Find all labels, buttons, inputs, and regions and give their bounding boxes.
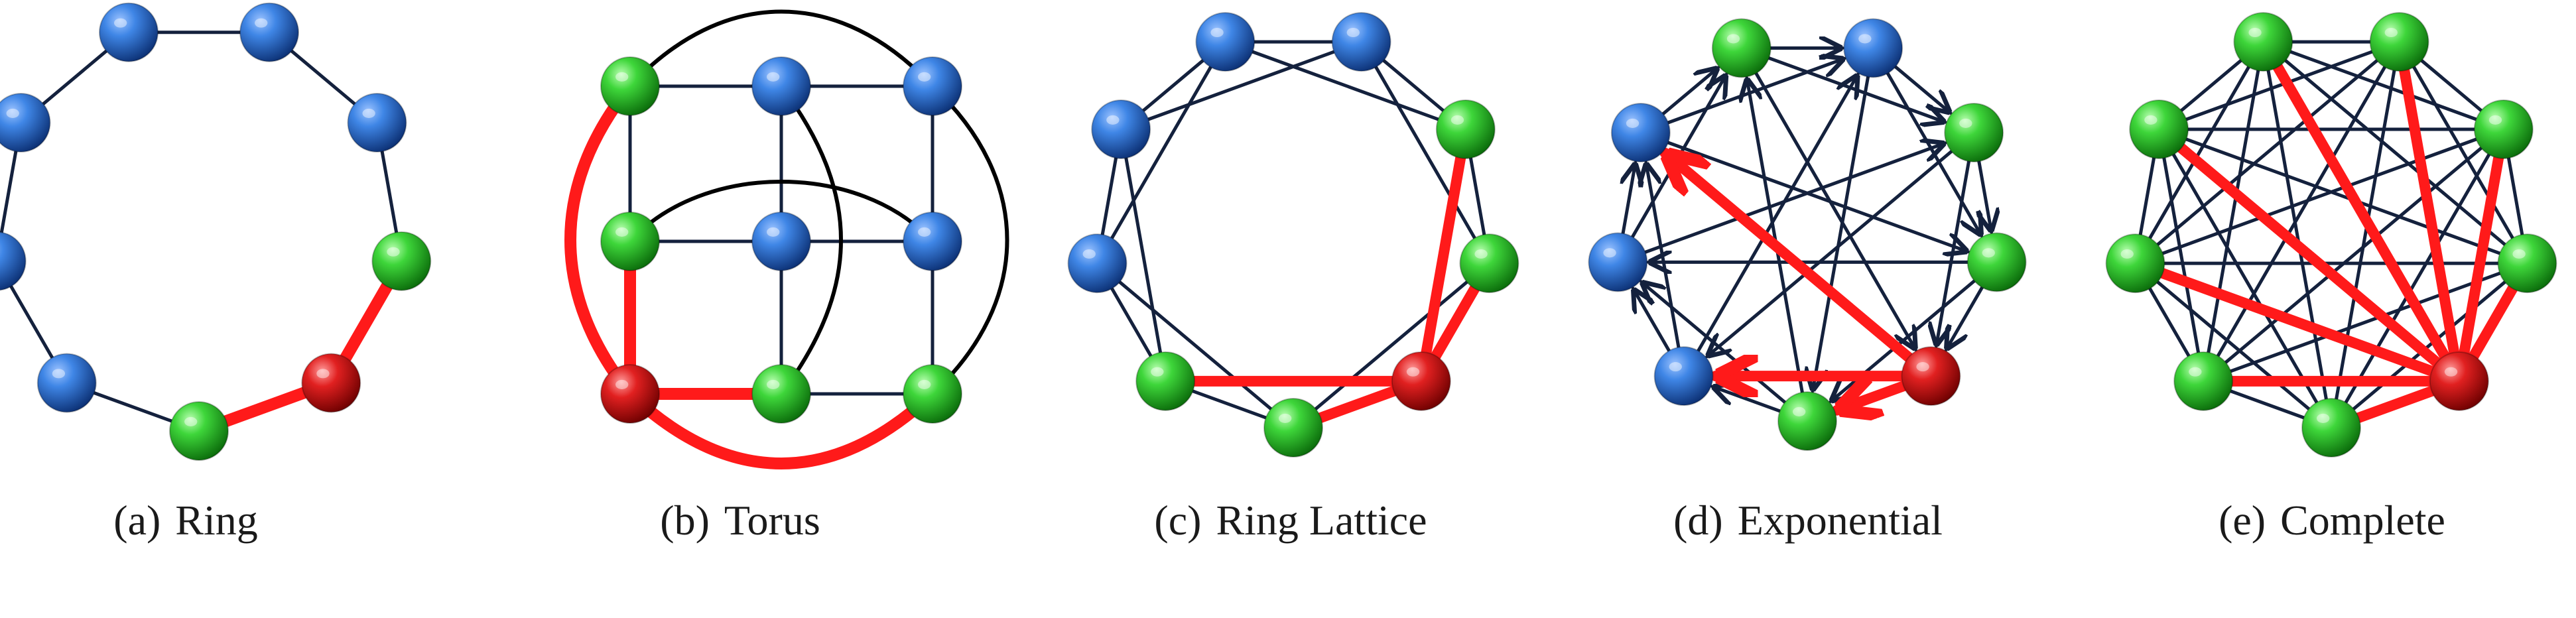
caption-label: (a) xyxy=(113,497,161,544)
graph-node xyxy=(1653,346,1714,406)
graph-node xyxy=(1331,12,1391,72)
graph-node xyxy=(1135,351,1196,411)
graph-node xyxy=(371,231,432,291)
graph-node xyxy=(0,231,27,291)
highlight-edges xyxy=(193,255,408,437)
graph-node xyxy=(751,212,811,271)
graph-node xyxy=(1263,398,1323,458)
graph-node xyxy=(2301,398,2361,458)
graph-node xyxy=(1966,232,2027,292)
nodes xyxy=(1588,18,2027,451)
graph-node xyxy=(169,401,229,461)
graph-node xyxy=(1091,99,1151,159)
graph-node xyxy=(2369,12,2429,72)
graph-node xyxy=(2497,233,2557,294)
nodes xyxy=(1067,12,1519,458)
panel-torus xyxy=(564,9,1009,469)
caption-torus: (b) Torus xyxy=(660,497,820,544)
caption-exponential: (d) Exponential xyxy=(1673,497,1943,544)
graph-node xyxy=(903,212,962,271)
caption-title: Complete xyxy=(2280,497,2445,544)
caption-complete: (e) Complete xyxy=(2219,497,2445,544)
graph-node xyxy=(1901,346,1961,406)
graph-node xyxy=(36,353,97,413)
caption-label: (d) xyxy=(1673,497,1723,544)
panel-ring-lattice xyxy=(1067,12,1519,458)
graph-node xyxy=(600,364,660,424)
graph-node xyxy=(2233,12,2293,72)
graph-node xyxy=(600,56,660,116)
graph-node xyxy=(2105,233,2165,294)
graph-node xyxy=(347,93,407,153)
nodes xyxy=(0,2,432,461)
graph-node xyxy=(1777,391,1837,451)
graph-node xyxy=(2473,99,2534,159)
graph-node xyxy=(239,2,300,62)
panel-complete xyxy=(2105,12,2557,458)
graph-node xyxy=(903,364,962,424)
graph-node xyxy=(751,364,811,424)
caption-label: (c) xyxy=(1154,497,1201,544)
graph-node xyxy=(1435,99,1496,159)
nodes xyxy=(2105,12,2557,458)
caption-label: (e) xyxy=(2219,497,2266,544)
caption-label: (b) xyxy=(660,497,710,544)
graph-node xyxy=(2429,351,2489,411)
nodes xyxy=(600,56,962,424)
caption-title: Ring Lattice xyxy=(1216,497,1427,544)
graph-node xyxy=(301,353,361,413)
caption-title: Exponential xyxy=(1738,497,1943,544)
caption-ring: (a) Ring xyxy=(113,497,258,544)
graph-node xyxy=(2129,99,2189,159)
graph-node xyxy=(1588,232,1648,292)
graph-node xyxy=(1944,103,2004,162)
panel-ring xyxy=(0,2,432,461)
graph-node xyxy=(0,93,51,153)
graph-node xyxy=(600,212,660,271)
caption-title: Ring xyxy=(175,497,257,544)
graph-node xyxy=(751,56,811,116)
graph-node xyxy=(1711,18,1771,78)
graph-node xyxy=(1195,12,1256,72)
caption-ring-lattice: (c) Ring Lattice xyxy=(1154,497,1427,544)
graph-node xyxy=(1610,103,1671,162)
wrap-edges xyxy=(628,9,1009,396)
graph-node xyxy=(1843,18,1903,78)
graph-node xyxy=(98,2,159,62)
graph-node xyxy=(903,56,962,116)
graph-node xyxy=(1391,351,1451,411)
graph-node xyxy=(1067,233,1127,294)
graph-node xyxy=(2173,351,2234,411)
panel-exponential xyxy=(1588,18,2027,451)
caption-title: Torus xyxy=(724,497,820,544)
graph-node xyxy=(1459,233,1519,294)
